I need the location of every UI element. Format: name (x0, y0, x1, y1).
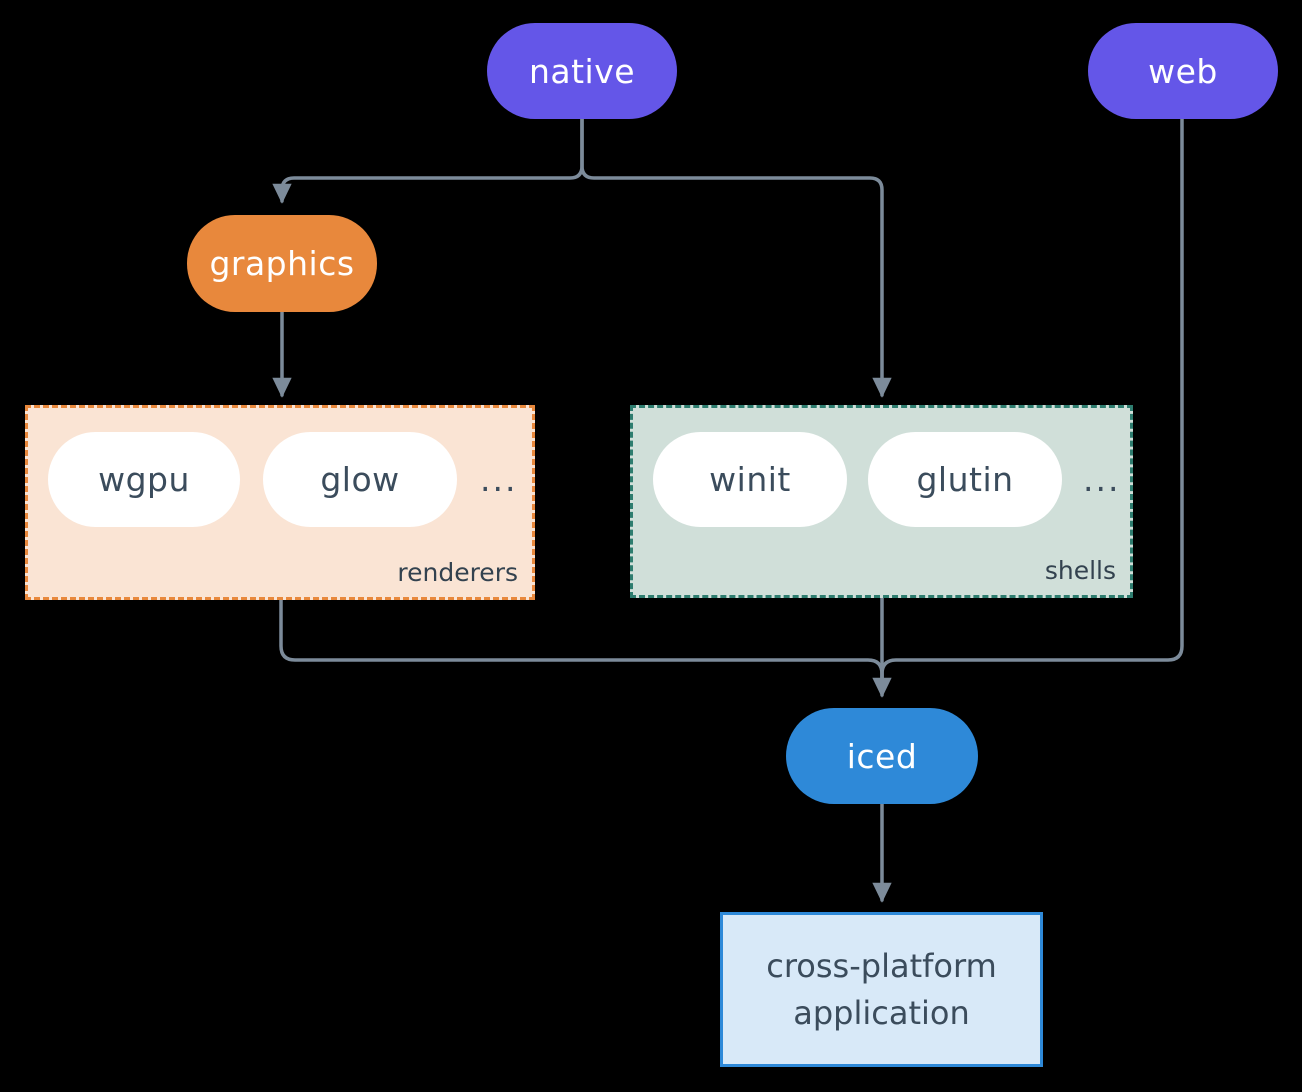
node-winit: winit (653, 432, 847, 527)
node-native: native (487, 23, 677, 119)
edge-renderers-to-merge (279, 596, 884, 680)
edge-native-to-shells (580, 116, 892, 398)
group-shells: winit glutin ... shells (630, 405, 1133, 598)
application-label-line1: cross-platform (766, 947, 997, 986)
node-application: cross-platform application (720, 912, 1043, 1067)
shells-ellipsis: ... (1083, 460, 1121, 499)
node-glutin: glutin (868, 432, 1062, 527)
renderers-ellipsis: ... (480, 460, 518, 499)
group-renderers: wgpu glow ... renderers (25, 405, 535, 600)
application-label-line2: application (793, 993, 970, 1032)
node-graphics: graphics (187, 215, 377, 312)
node-web: web (1088, 23, 1278, 119)
edge-native-to-graphics (272, 116, 584, 204)
group-label-shells: shells (1044, 556, 1116, 585)
node-iced: iced (786, 708, 978, 804)
node-glow: glow (263, 432, 457, 527)
node-wgpu: wgpu (48, 432, 240, 527)
group-label-renderers: renderers (397, 558, 518, 587)
